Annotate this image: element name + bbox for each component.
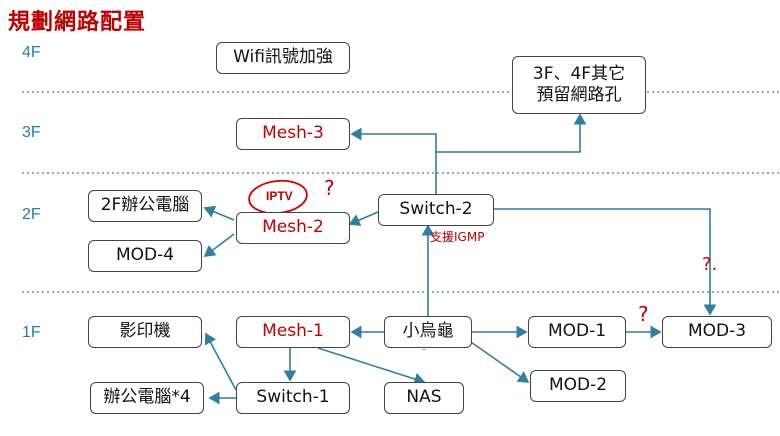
annotation-question-mod3: ?. <box>702 254 718 275</box>
node-reserved-ports-line1: 3F、4F其它 <box>532 63 626 84</box>
annotation-question-mod1-mod3: ? <box>638 302 649 326</box>
link-mesh2-mod4 <box>203 233 235 257</box>
node-office-2f-label: 2F辦公電腦 <box>100 195 190 216</box>
node-mod-1: MOD-1 <box>528 316 626 348</box>
link-switch2-mesh2 <box>348 211 379 227</box>
node-mod-1-label: MOD-1 <box>547 321 607 342</box>
node-switch-1-label: Switch-1 <box>256 387 330 408</box>
node-office-2f: 2F辦公電腦 <box>88 190 202 222</box>
node-wifi-booster: Wifi訊號加強 <box>216 42 350 74</box>
link-mesh1-nas <box>317 347 426 386</box>
node-mesh-1: Mesh-1 <box>236 316 350 348</box>
link-turtle-mod2 <box>467 339 530 383</box>
node-mesh-3: Mesh-3 <box>236 118 350 150</box>
node-mod-4-label: MOD-4 <box>115 245 175 266</box>
node-nas-label: NAS <box>406 387 442 408</box>
node-mesh-3-label: Mesh-3 <box>262 123 324 144</box>
node-turtle-router: 小烏龜 <box>384 316 472 348</box>
page-title: 規劃網路配置 <box>8 10 147 35</box>
node-mod-3: MOD-3 <box>662 316 772 348</box>
node-copier-label: 影印機 <box>119 321 171 342</box>
link-mesh2-office2f <box>203 205 235 221</box>
link-switch2-mod3 <box>494 208 717 316</box>
floor-label-1f: 1F <box>22 324 41 341</box>
link-switch2-reserved <box>436 113 587 153</box>
node-reserved-ports-line2: 預留網路孔 <box>536 85 622 105</box>
floor-label-4f: 4F <box>22 44 41 61</box>
node-office-4-label: 辦公電腦*4 <box>103 387 191 408</box>
annotation-question-mesh2: ? <box>324 176 335 200</box>
node-office-4: 辦公電腦*4 <box>90 382 204 414</box>
node-copier: 影印機 <box>88 316 202 348</box>
node-switch-2: Switch-2 <box>378 194 494 226</box>
node-mod-2: MOD-2 <box>530 370 626 402</box>
annotation-igmp: 支援IGMP <box>430 230 485 244</box>
floor-label-3f: 3F <box>22 124 41 141</box>
node-mesh-2: Mesh-2 <box>236 212 350 244</box>
link-switch1-copier <box>204 332 237 391</box>
node-nas: NAS <box>384 382 464 414</box>
floor-label-2f: 2F <box>22 206 41 223</box>
node-mod-2-label: MOD-2 <box>548 375 608 396</box>
node-wifi-booster-label: Wifi訊號加強 <box>233 47 333 68</box>
node-turtle-router-label: 小烏龜 <box>402 321 454 342</box>
annotation-iptv: IPTV <box>266 189 293 203</box>
node-mod-3-label: MOD-3 <box>687 321 747 342</box>
node-mesh-1-label: Mesh-1 <box>262 321 324 342</box>
node-mesh-2-label: Mesh-2 <box>262 217 324 238</box>
node-reserved-ports: 3F、4F其它 預留網路孔 <box>512 56 646 114</box>
link-switch2-mesh3 <box>350 127 437 195</box>
node-switch-1: Switch-1 <box>236 382 350 414</box>
node-switch-2-label: Switch-2 <box>399 199 473 220</box>
node-mod-4: MOD-4 <box>88 240 202 272</box>
